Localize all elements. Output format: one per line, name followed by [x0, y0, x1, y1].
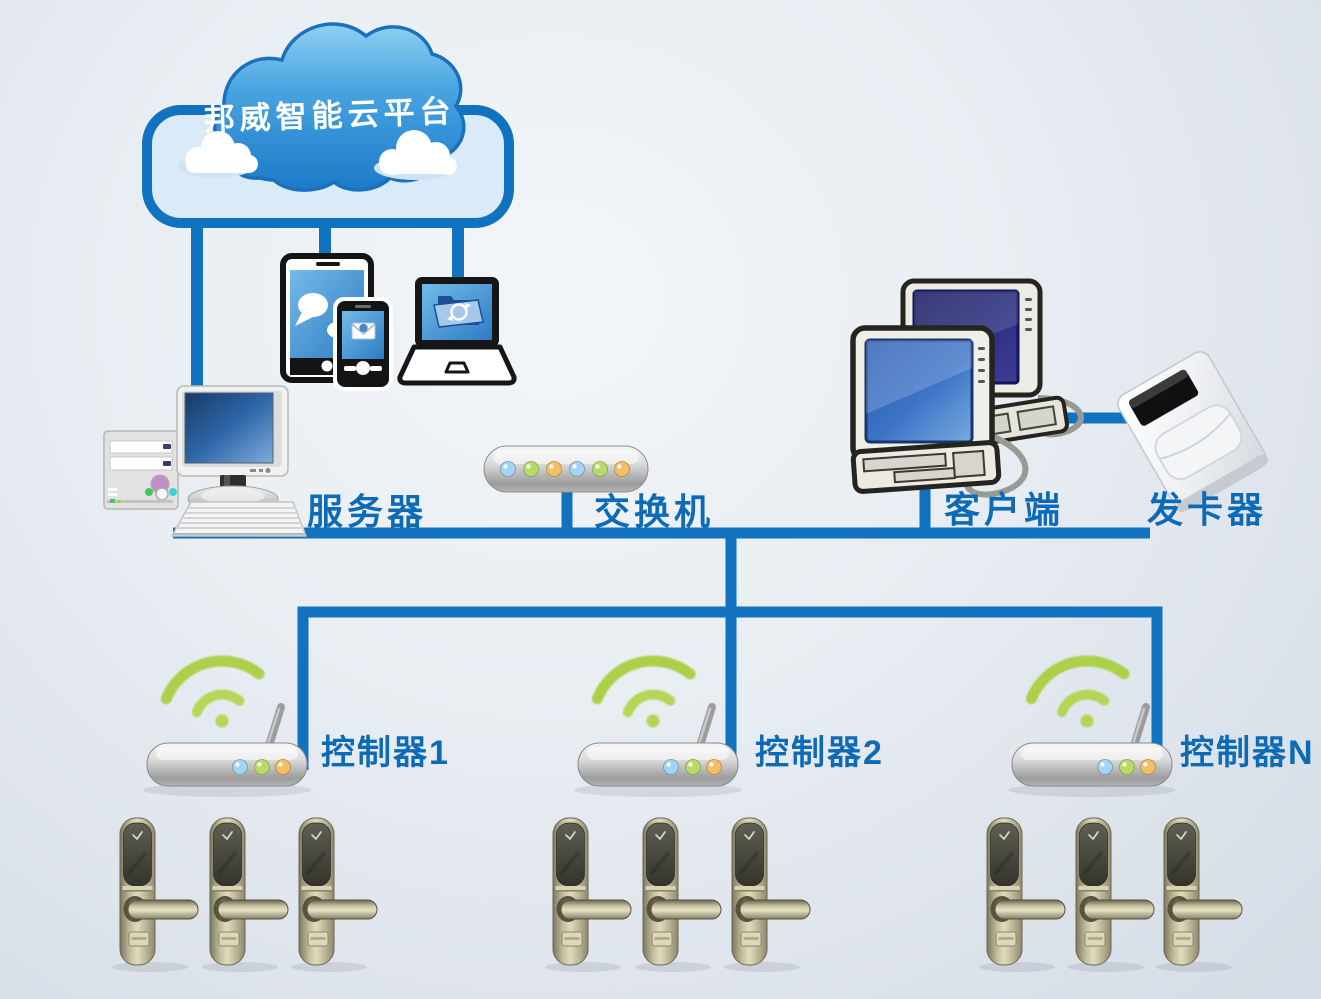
diagram-labels: 服务器 交换机 客户端 发卡器 控制器1 控制器2 控制器N — [307, 489, 1315, 772]
door-lock-icon — [977, 816, 1067, 974]
laptop-icon — [397, 277, 517, 386]
small-cloud-right-icon — [374, 130, 458, 180]
switch-icon — [483, 445, 649, 493]
controller-2-icon — [574, 651, 742, 797]
door-lock-icon — [200, 816, 290, 974]
lock-group-n — [977, 816, 1244, 974]
card-issuer-icon — [1117, 351, 1269, 513]
controller-1-icon — [143, 651, 311, 797]
folder-sync-icon — [433, 296, 484, 328]
door-lock-icon — [289, 816, 379, 974]
server-label: 服务器 — [307, 491, 427, 532]
card-issuer-display — [1128, 369, 1199, 426]
server-tower-icon — [103, 430, 179, 510]
controller-2-label: 控制器2 — [755, 734, 884, 772]
server-monitor-icon — [176, 385, 289, 513]
cloud-platform-label: 邦威智能云平台 — [203, 94, 456, 139]
lock-group-1 — [110, 816, 379, 974]
controller-n-icon — [1008, 651, 1176, 797]
client-label: 客户端 — [944, 489, 1064, 530]
wire-controller-bus — [297, 606, 1163, 770]
small-cloud-left-icon — [178, 131, 258, 178]
door-lock-icon — [1066, 816, 1156, 974]
door-lock-icon — [633, 816, 723, 974]
card-issuer-label: 发卡器 — [1147, 489, 1267, 530]
door-lock-icon — [543, 816, 633, 974]
cloud-icon: 邦威智能云平台 — [178, 22, 466, 192]
smartphone-icon — [333, 297, 393, 391]
switch-label: 交换机 — [594, 491, 714, 532]
client-computers-icon — [850, 278, 1084, 498]
front-monitor-icon — [850, 325, 995, 463]
server-icon — [103, 385, 307, 537]
door-lock-icon — [722, 816, 812, 974]
controller-1-label: 控制器1 — [321, 734, 450, 772]
door-lock-icon — [1154, 816, 1244, 974]
door-lock-icon — [110, 816, 200, 974]
front-keyboard-icon — [850, 440, 1002, 494]
controller-n-label: 控制器N — [1180, 734, 1315, 772]
server-keyboard-icon — [171, 501, 307, 537]
lock-group-2 — [543, 816, 812, 974]
